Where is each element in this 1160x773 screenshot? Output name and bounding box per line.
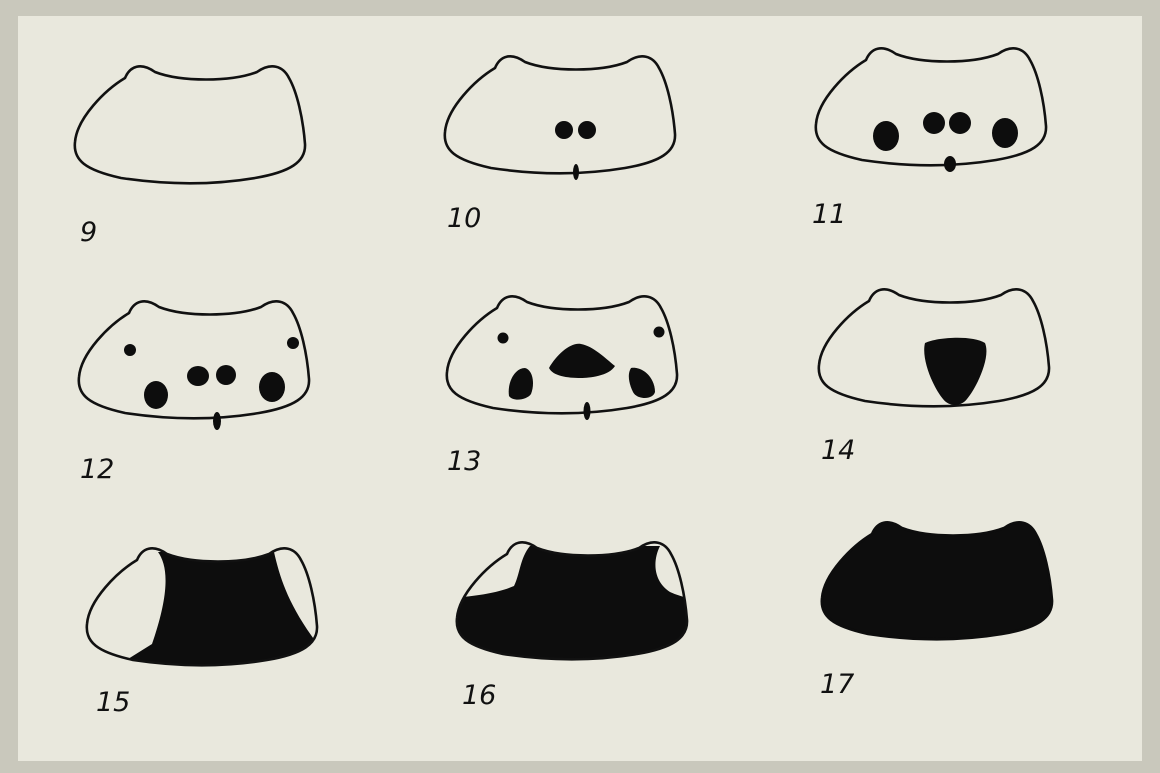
figure-12-dash bbox=[213, 412, 221, 430]
figure-16-label: 16 bbox=[462, 680, 496, 711]
figure-11-spot-right bbox=[949, 112, 971, 134]
figure-12-lateral-spot-left bbox=[144, 381, 168, 409]
figure-10-spot-right bbox=[578, 121, 596, 139]
figure-15-label: 15 bbox=[96, 687, 130, 718]
figure-11-lateral-spot-left bbox=[873, 121, 899, 151]
figure-14-label: 14 bbox=[821, 435, 855, 466]
figure-10-dash bbox=[573, 164, 579, 180]
figure-11-label: 11 bbox=[812, 199, 846, 230]
figure-11-dot bbox=[944, 156, 956, 172]
figure-17-label: 17 bbox=[820, 669, 854, 700]
figure-12-spot-left bbox=[187, 366, 209, 386]
figure-9-label: 9 bbox=[80, 217, 97, 248]
figure-12-label: 12 bbox=[80, 454, 114, 485]
figure-13-dash bbox=[584, 402, 591, 420]
figure-12-corner-dot-left bbox=[124, 344, 136, 356]
figure-11-spot-left bbox=[923, 112, 945, 134]
figure-13-corner-dot-right bbox=[654, 327, 665, 338]
figure-13-label: 13 bbox=[447, 446, 481, 477]
figure-13-corner-dot-left bbox=[498, 333, 509, 344]
figure-11-lateral-spot-right bbox=[992, 118, 1018, 148]
figure-12-spot-right bbox=[216, 365, 236, 385]
figure-12-corner-dot-right bbox=[287, 337, 299, 349]
figure-10-spot-left bbox=[555, 121, 573, 139]
figure-12-lateral-spot-right bbox=[259, 372, 285, 402]
figure-10-label: 10 bbox=[447, 203, 481, 234]
